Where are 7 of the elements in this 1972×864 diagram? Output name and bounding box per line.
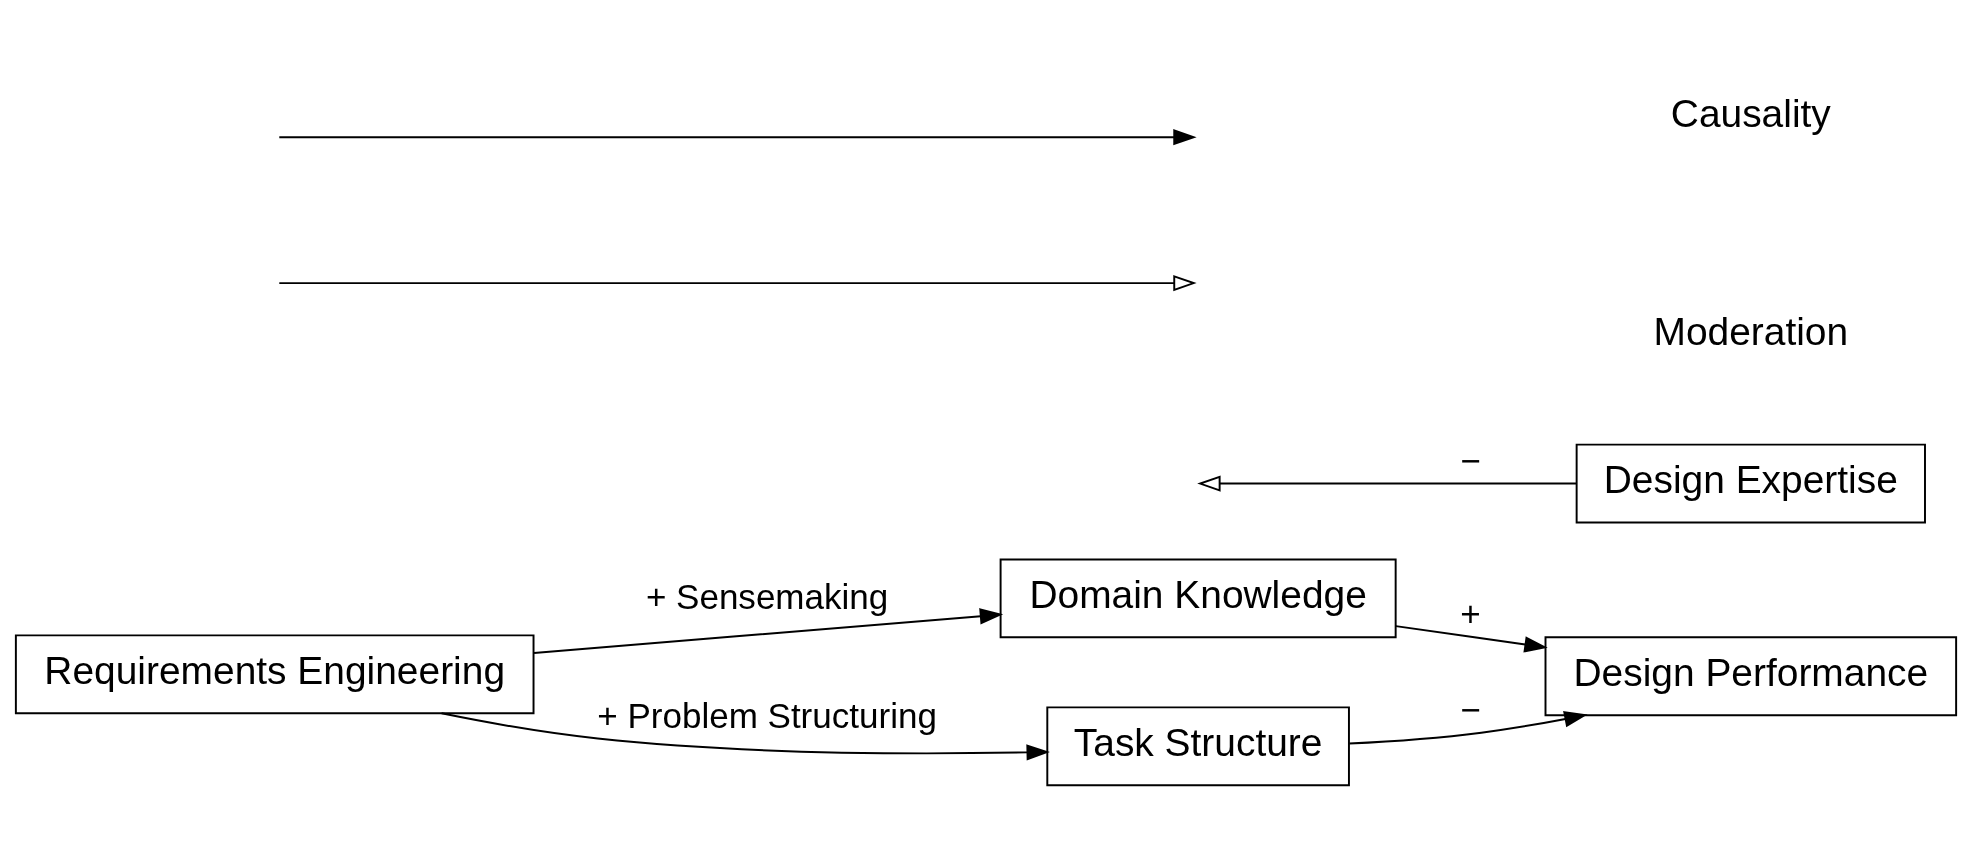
edge-label: − <box>1460 440 1481 480</box>
edge-label: + Sensemaking <box>645 576 889 616</box>
edge-label: + Problem Structuring <box>597 695 937 735</box>
legend-label: Causality <box>1670 92 1831 136</box>
edge-label: − <box>1460 689 1481 729</box>
edge-label: + <box>1460 594 1481 634</box>
legend-label: Moderation <box>1653 310 1849 354</box>
